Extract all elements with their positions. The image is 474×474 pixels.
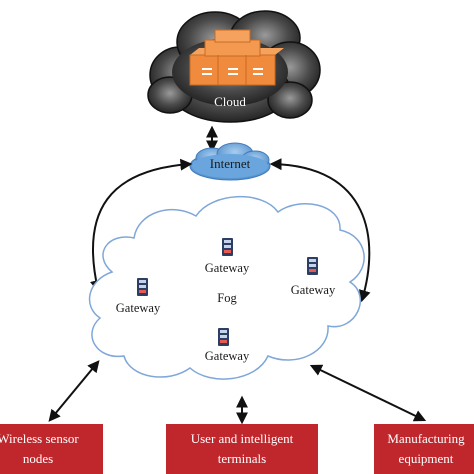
internet-fog-arrow-left — [90, 158, 193, 293]
gateway-right: Gateway — [291, 257, 336, 297]
gateway-label: Gateway — [205, 349, 250, 363]
gateway-server-icon — [307, 257, 318, 275]
gateway-top: Gateway — [205, 238, 250, 275]
device-label-line2: terminals — [218, 451, 266, 466]
fog-cloud — [88, 195, 365, 380]
device-box-wireless-sensor: Wireless sensor nodes — [0, 424, 103, 474]
internet-cloud — [189, 142, 271, 181]
device-label-line1: Wireless sensor — [0, 431, 79, 446]
cloud-label: Cloud — [214, 94, 246, 109]
device-label-line1: User and intelligent — [191, 431, 294, 446]
device-label-line2: equipment — [399, 451, 454, 466]
device-box-user-terminals: User and intelligent terminals — [166, 424, 318, 474]
gateway-server-icon — [218, 328, 229, 346]
internet-fog-arrow-right — [269, 158, 371, 303]
server-rack-icon — [189, 29, 284, 86]
gateway-label: Gateway — [291, 283, 336, 297]
device-label-line1: Manufacturing — [387, 431, 465, 446]
gateway-server-icon — [137, 278, 148, 296]
fog-label: Fog — [217, 291, 237, 305]
gateway-bottom: Gateway — [205, 328, 250, 363]
gateway-label: Gateway — [205, 261, 250, 275]
gateway-label: Gateway — [116, 301, 161, 315]
device-box-manufacturing: Manufacturing equipment — [374, 424, 474, 474]
gateway-server-icon — [222, 238, 233, 256]
device-label-line2: nodes — [23, 451, 53, 466]
internet-label: Internet — [210, 156, 251, 171]
fog-device-arrow-right — [309, 364, 427, 422]
gateway-left: Gateway — [116, 278, 161, 315]
fog-device-arrow-left — [48, 360, 100, 422]
